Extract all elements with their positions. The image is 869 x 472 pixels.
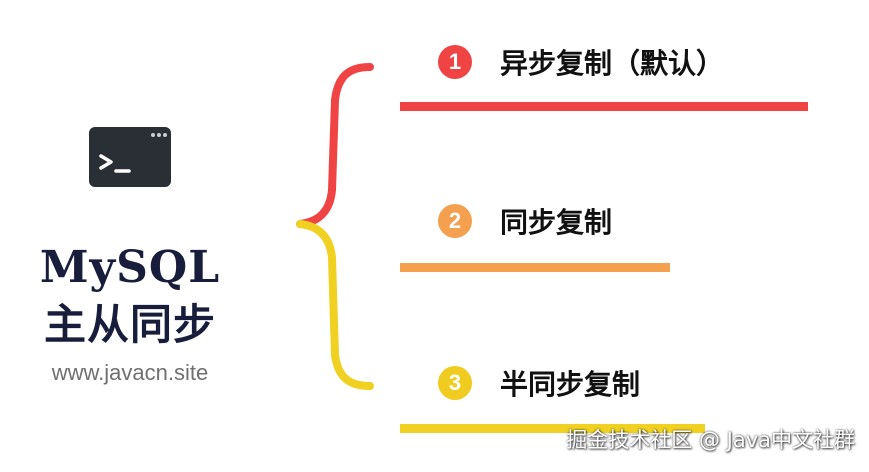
- number-badge-2: 2: [438, 204, 472, 238]
- terminal-icon: [89, 127, 171, 187]
- option-label-semi-sync: 半同步复制: [500, 368, 641, 401]
- number-badge-3: 3: [438, 366, 472, 400]
- underline-async: [400, 102, 808, 111]
- watermark-text: 掘金技术社区 @ Java中文社群: [566, 428, 855, 452]
- underline-sync: [400, 263, 670, 272]
- option-label-async: 异步复制（默认）: [500, 47, 725, 80]
- site-url: www.javacn.site: [51, 360, 209, 385]
- option-label-sync: 同步复制: [500, 206, 613, 239]
- option-semi-sync: 3 半同步复制: [438, 361, 640, 405]
- title-mysql: MySQL: [39, 242, 221, 293]
- underline-semi-sync: [400, 424, 705, 433]
- option-async: 1 异步复制（默认）: [438, 40, 724, 84]
- option-sync: 2 同步复制: [438, 199, 612, 243]
- number-badge-1: 1: [438, 45, 472, 79]
- title-master-slave-sync: 主从同步: [43, 300, 216, 349]
